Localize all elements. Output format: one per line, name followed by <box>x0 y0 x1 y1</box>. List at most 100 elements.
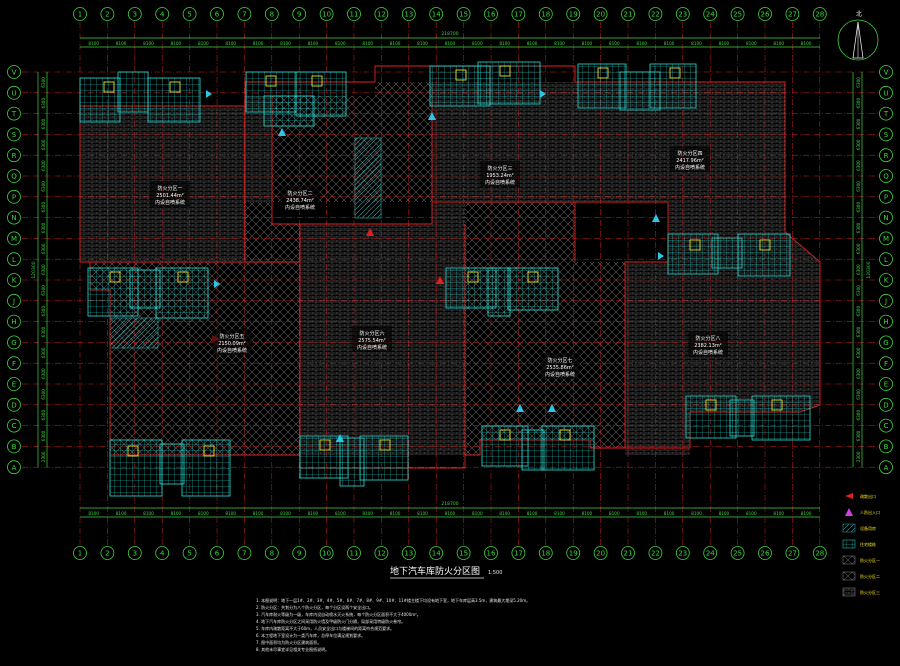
row-axis-bubble: Q <box>7 169 21 183</box>
column-axis-bubble: 25 <box>730 7 745 21</box>
svg-text:人防出入口: 人防出入口 <box>860 509 880 515</box>
svg-text:15: 15 <box>459 11 468 19</box>
svg-text:2: 2 <box>105 550 109 558</box>
svg-text:27: 27 <box>788 11 797 19</box>
row-axis-bubble: C <box>7 418 21 433</box>
column-axis-bubble: 13 <box>401 7 416 21</box>
column-bay-dimension: 8100 <box>472 511 483 516</box>
red-arrow-icon <box>845 493 853 499</box>
row-axis-bubble: A <box>7 460 21 475</box>
column-axis-bubble: 19 <box>566 7 581 21</box>
column-bay-dimension: 8100 <box>225 511 236 516</box>
svg-text:19: 19 <box>569 11 578 19</box>
row-bay-dimension: 6300 <box>41 77 46 88</box>
column-bay-dimension: 8100 <box>143 41 154 46</box>
row-axis-bubble: N <box>7 210 21 225</box>
row-bay-dimension: 6300 <box>41 222 46 233</box>
svg-text:D: D <box>883 401 888 409</box>
row-bay-dimension: 6300 <box>856 347 861 358</box>
row-bay-dimension: 6300 <box>41 264 46 275</box>
column-bay-dimension: 8100 <box>801 41 812 46</box>
column-axis-bubble: 11 <box>347 546 361 560</box>
svg-text:C: C <box>884 422 889 430</box>
column-bay-dimension: 8100 <box>609 41 620 46</box>
svg-text:防火分区五: 防火分区五 <box>219 333 244 340</box>
svg-text:A: A <box>12 464 17 472</box>
row-axis-bubble: U <box>7 85 21 100</box>
column-axis-bubble: 7 <box>237 7 252 21</box>
row-axis-bubble: B <box>879 439 893 454</box>
column-bay-dimension: 8100 <box>88 41 99 46</box>
svg-text:S: S <box>12 131 17 139</box>
svg-text:27: 27 <box>788 550 797 558</box>
column-bay-dimension: 8100 <box>719 41 730 46</box>
svg-text:Q: Q <box>883 173 889 181</box>
svg-text:内设自喷系统: 内设自喷系统 <box>285 204 315 211</box>
row-axis-bubble: G <box>7 335 21 350</box>
row-axis-bubble: R <box>7 148 21 163</box>
svg-text:16: 16 <box>487 11 496 19</box>
row-axis-bubble: M <box>879 231 893 246</box>
svg-text:23: 23 <box>678 11 687 19</box>
svg-text:防火分区一: 防火分区一 <box>157 185 182 192</box>
svg-text:内设自喷系统: 内设自喷系统 <box>693 349 723 356</box>
column-bay-dimension: 8100 <box>171 41 182 46</box>
row-bay-dimension: 6300 <box>41 347 46 358</box>
svg-text:2535.86m²: 2535.86m² <box>546 365 574 371</box>
row-bay-dimension: 6300 <box>41 285 46 296</box>
svg-text:R: R <box>884 152 889 160</box>
svg-text:E: E <box>12 381 16 389</box>
design-note-line: 8. 其他未尽事宜详见相关专业图纸说明。 <box>256 647 330 652</box>
row-axis-bubble: P <box>879 189 893 204</box>
column-bay-dimension: 8100 <box>582 511 593 516</box>
design-note-line: 2. 防火分区：共划分为八个防火分区，每个分区设两个安全出口。 <box>256 605 374 610</box>
column-bay-dimension: 8100 <box>773 511 784 516</box>
column-axis-bubble: 27 <box>785 546 800 560</box>
legend-item: 疏散出口 <box>845 493 876 499</box>
column-axis-bubble: 6 <box>210 7 224 21</box>
row-bay-dimension: 6300 <box>41 160 46 171</box>
svg-text:28: 28 <box>815 11 824 19</box>
column-bay-dimension: 8100 <box>171 511 182 516</box>
dimension-labels: 8100 8100 8100 8100 8100 8100 8100 8100 8100 8100… <box>31 31 872 516</box>
column-axis-bubble: 8 <box>264 7 279 21</box>
column-axis-bubble: 18 <box>538 546 553 560</box>
svg-text:C: C <box>12 422 17 430</box>
row-bay-dimension: 6300 <box>856 264 861 275</box>
hatch-brick-icon <box>842 587 856 597</box>
row-axis-bubble: J <box>879 293 893 308</box>
column-bay-dimension: 8100 <box>472 41 483 46</box>
design-note-line: 3. 汽车库耐火等级为一级，车库内设自动喷水灭火系统，每个防火分区面积不大于40… <box>256 612 421 617</box>
svg-text:18: 18 <box>541 550 550 558</box>
column-axis-bubble: 4 <box>155 7 170 21</box>
column-axis-bubble: 18 <box>538 7 553 21</box>
column-bay-dimension: 8100 <box>308 41 319 46</box>
column-axis-bubble: 24 <box>703 546 718 560</box>
column-axis-bubble: 28 <box>812 7 827 21</box>
column-axis-bubble: 14 <box>429 7 444 21</box>
row-axis-bubble: P <box>7 189 21 204</box>
row-bay-dimension: 6300 <box>856 98 861 109</box>
column-axis-bubble: 3 <box>127 546 142 560</box>
svg-text:Q: Q <box>11 173 17 181</box>
svg-text:4: 4 <box>160 11 165 19</box>
column-axis-bubble: 9 <box>292 7 307 21</box>
column-bay-dimension: 8100 <box>308 511 319 516</box>
svg-text:2417.96m²: 2417.96m² <box>676 158 704 164</box>
column-bay-dimension: 8100 <box>362 41 373 46</box>
svg-text:V: V <box>12 69 17 77</box>
fire-zone-labels: 防火分区一2501.44m²内设自喷系统防火分区二2438.74m²内设自喷系统… <box>150 146 728 379</box>
column-axis-bubble: 5 <box>182 546 197 560</box>
row-bay-dimension: 6300 <box>856 222 861 233</box>
overall-height-dimension: 120300 <box>866 261 872 278</box>
hatch-cross-icon <box>842 555 856 565</box>
svg-text:10: 10 <box>322 550 331 558</box>
row-bay-dimension: 6300 <box>41 181 46 192</box>
column-bay-dimension: 8100 <box>280 41 291 46</box>
svg-text:P: P <box>12 193 16 201</box>
civil-defense-entry-arrows <box>206 90 664 442</box>
svg-text:8: 8 <box>270 550 274 558</box>
row-bay-dimension: 6300 <box>856 306 861 317</box>
row-axis-bubble: E <box>879 377 893 391</box>
row-bay-dimension: 6300 <box>856 160 861 171</box>
